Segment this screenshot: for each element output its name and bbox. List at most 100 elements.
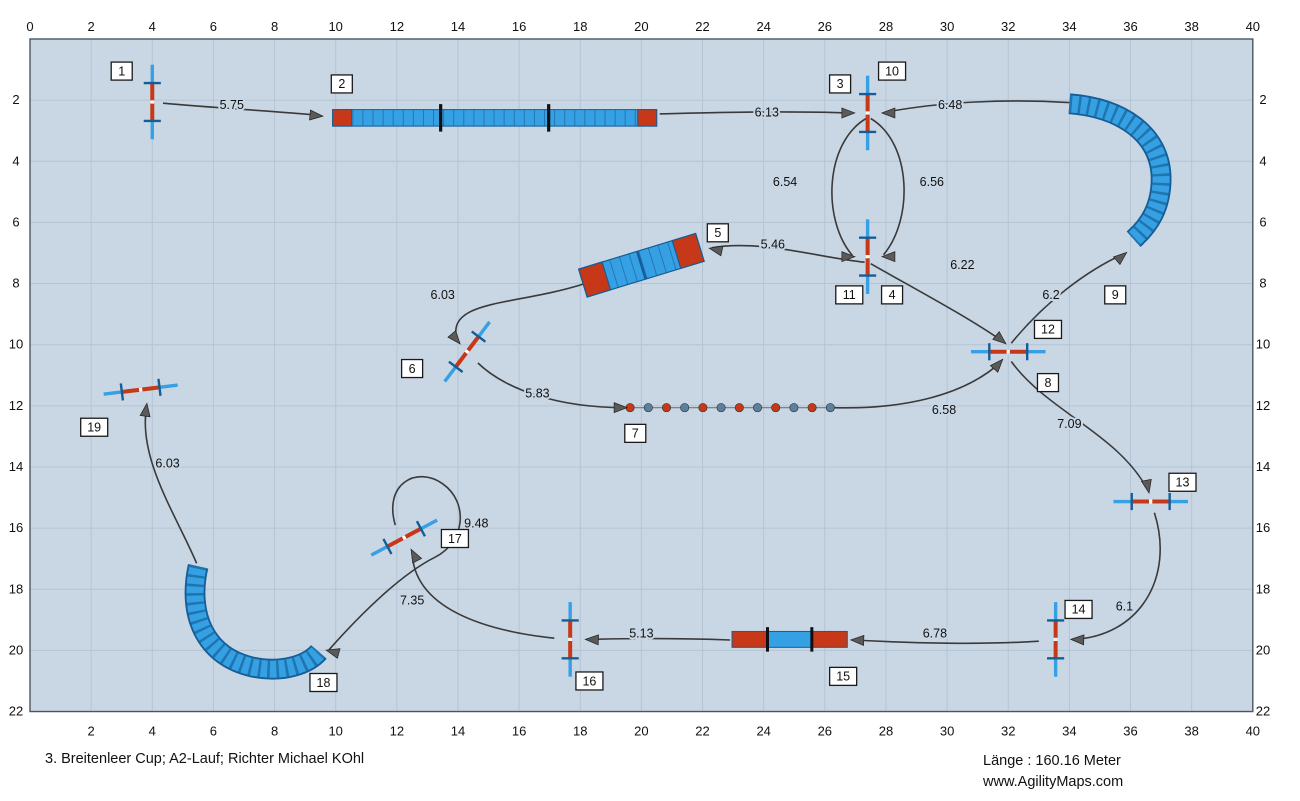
obstacle-number-19: 19 bbox=[80, 417, 109, 437]
axis-tick-top: 10 bbox=[328, 19, 342, 34]
direction-arrow bbox=[1069, 634, 1085, 646]
course-path-5-6 bbox=[455, 282, 586, 342]
axis-tick-right: 14 bbox=[1256, 459, 1270, 474]
axis-tick-top: 32 bbox=[1001, 19, 1015, 34]
obstacle-tunnel-9 bbox=[1068, 93, 1172, 247]
course-path-3-4 bbox=[831, 117, 867, 256]
obstacle-jump-16 bbox=[561, 602, 579, 677]
course-path-2-3 bbox=[659, 111, 851, 115]
axis-tick-top: 24 bbox=[756, 19, 770, 34]
axis-tick-left: 16 bbox=[9, 520, 23, 535]
axis-tick-bottom: 26 bbox=[818, 724, 832, 739]
axis-tick-top: 12 bbox=[390, 19, 404, 34]
weave-pole bbox=[698, 403, 708, 413]
axis-tick-bottom: 18 bbox=[573, 724, 587, 739]
svg-text:8: 8 bbox=[1045, 376, 1052, 390]
axis-tick-bottom: 40 bbox=[1246, 724, 1260, 739]
axis-tick-left: 18 bbox=[9, 581, 23, 596]
distance-label: 6.03 bbox=[155, 457, 179, 471]
footer-info: Länge : 160.16 Meter www.AgilityMaps.com bbox=[983, 751, 1123, 793]
obstacle-number-7: 7 bbox=[624, 423, 647, 444]
axis-tick-bottom: 14 bbox=[451, 724, 465, 739]
axis-tick-top: 2 bbox=[88, 19, 95, 34]
weave-pole bbox=[825, 403, 835, 413]
svg-text:12: 12 bbox=[1041, 323, 1055, 337]
axis-tick-bottom: 10 bbox=[328, 724, 342, 739]
distance-label: 7.35 bbox=[400, 594, 424, 608]
axis-tick-right: 8 bbox=[1259, 276, 1266, 291]
axis-tick-left: 4 bbox=[12, 153, 19, 168]
svg-text:19: 19 bbox=[87, 421, 101, 435]
direction-arrow bbox=[880, 251, 896, 263]
obstacle-jump-13 bbox=[1113, 492, 1188, 511]
weave-pole bbox=[734, 403, 744, 413]
obstacle-number-17: 17 bbox=[440, 528, 470, 549]
axis-tick-bottom: 4 bbox=[149, 724, 156, 739]
course-path-11-12 bbox=[870, 263, 1005, 343]
course-path-13-14 bbox=[1072, 512, 1161, 641]
obstacle-number-1: 1 bbox=[110, 61, 133, 81]
obstacle-number-16: 16 bbox=[575, 671, 604, 691]
axis-tick-bottom: 38 bbox=[1184, 724, 1198, 739]
distance-label: 7.09 bbox=[1057, 417, 1081, 431]
axis-tick-left: 20 bbox=[9, 642, 23, 657]
weave-pole bbox=[716, 403, 726, 413]
weave-pole bbox=[789, 403, 799, 413]
svg-text:5: 5 bbox=[714, 226, 721, 240]
axis-tick-left: 22 bbox=[9, 704, 23, 719]
axis-tick-right: 10 bbox=[1256, 337, 1270, 352]
distance-label: 5.46 bbox=[761, 238, 785, 252]
distance-label: 5.13 bbox=[629, 626, 653, 640]
obstacle-dogwalk-2 bbox=[332, 104, 658, 132]
axis-tick-bottom: 22 bbox=[695, 724, 709, 739]
svg-text:1: 1 bbox=[118, 64, 125, 78]
direction-arrow bbox=[139, 402, 151, 418]
distance-label: 6.1 bbox=[1116, 599, 1133, 613]
axis-tick-bottom: 16 bbox=[512, 724, 526, 739]
axis-tick-left: 10 bbox=[9, 337, 23, 352]
axis-tick-top: 0 bbox=[26, 19, 33, 34]
distance-label: 6.56 bbox=[920, 175, 944, 189]
obstacle-number-15: 15 bbox=[829, 666, 858, 687]
axis-tick-top: 6 bbox=[210, 19, 217, 34]
obstacle-number-11: 11 bbox=[835, 285, 864, 305]
axis-tick-left: 6 bbox=[12, 214, 19, 229]
axis-tick-right: 22 bbox=[1256, 704, 1270, 719]
axis-tick-right: 16 bbox=[1256, 520, 1270, 535]
svg-text:13: 13 bbox=[1176, 476, 1190, 490]
course-length: Länge : 160.16 Meter bbox=[983, 753, 1121, 769]
obstacle-aframe-5 bbox=[577, 232, 705, 298]
axis-tick-bottom: 32 bbox=[1001, 724, 1015, 739]
svg-text:6: 6 bbox=[409, 362, 416, 376]
axis-tick-top: 14 bbox=[451, 19, 465, 34]
distance-label: 6.2 bbox=[1042, 288, 1059, 302]
obstacle-jump-17 bbox=[370, 518, 438, 557]
axis-tick-bottom: 12 bbox=[390, 724, 404, 739]
weave-pole bbox=[643, 403, 653, 413]
obstacle-jump-8-12 bbox=[970, 343, 1046, 361]
axis-tick-bottom: 8 bbox=[271, 724, 278, 739]
direction-arrow bbox=[841, 251, 856, 263]
direction-arrow bbox=[849, 634, 865, 646]
axis-tick-right: 18 bbox=[1256, 581, 1270, 596]
distance-label: 6.54 bbox=[773, 175, 797, 189]
course-path-10-11 bbox=[870, 117, 905, 256]
direction-arrow bbox=[880, 107, 896, 119]
direction-arrow bbox=[1140, 478, 1152, 494]
axis-tick-bottom: 20 bbox=[634, 724, 648, 739]
direction-arrow bbox=[410, 548, 423, 564]
obstacles-layer bbox=[103, 64, 1188, 680]
distance-label: 5.83 bbox=[525, 387, 549, 401]
obstacle-number-6: 6 bbox=[400, 358, 424, 379]
obstacle-number-12: 12 bbox=[1033, 319, 1063, 340]
svg-text:10: 10 bbox=[885, 64, 899, 78]
axis-tick-bottom: 36 bbox=[1123, 724, 1137, 739]
obstacle-jump-14 bbox=[1047, 602, 1065, 677]
obstacle-jump-6 bbox=[443, 320, 491, 383]
distance-label: 6.22 bbox=[950, 258, 974, 272]
obstacle-tunnel-18 bbox=[184, 564, 327, 680]
obstacle-number-2: 2 bbox=[330, 74, 353, 94]
course-title: 3. Breitenleer Cup; A2-Lauf; Richter Mic… bbox=[45, 751, 365, 767]
